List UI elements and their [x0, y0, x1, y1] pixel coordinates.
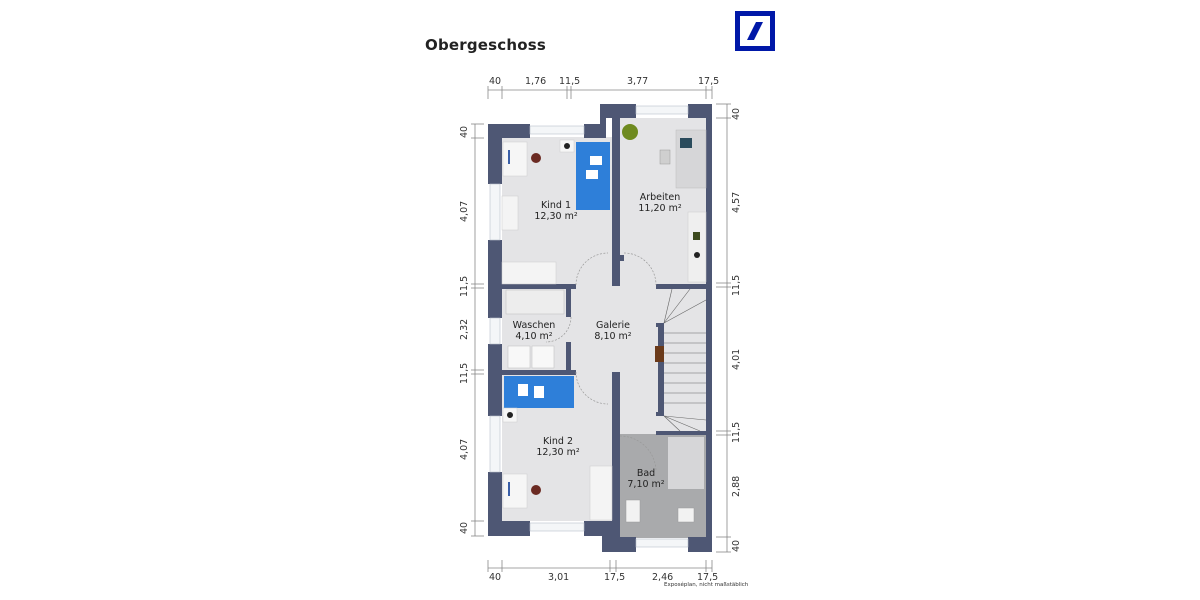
dim-right-2: 11,5 [731, 274, 742, 296]
room-galerie: Galerie 8,10 m² [594, 320, 631, 342]
room-area: 11,20 m² [638, 203, 682, 214]
room-name: Kind 2 [543, 436, 573, 447]
dim-left-1: 4,07 [459, 200, 470, 222]
room-kind-1: Kind 1 12,30 m² [534, 200, 577, 222]
room-kind-2: Kind 2 12,30 m² [536, 436, 579, 458]
dim-left-5: 4,07 [459, 438, 470, 460]
dim-right-6: 40 [731, 539, 742, 552]
dim-bottom-0: 40 [489, 572, 502, 583]
door-swings [545, 252, 657, 471]
shower-tiles [668, 437, 704, 489]
dim-left-0: 40 [459, 125, 470, 138]
dim-right-0: 40 [731, 107, 742, 120]
dim-left-2: 11,5 [459, 275, 470, 297]
room-name: Bad [636, 468, 656, 479]
dim-bottom-4: 17,5 [697, 572, 719, 583]
deutsche-bank-logo-icon [735, 11, 775, 51]
dim-left-6: 40 [459, 521, 470, 534]
dim-top-2: 11,5 [559, 76, 581, 87]
page-title: Obergeschoss [425, 36, 547, 54]
windows [489, 105, 689, 548]
furniture [501, 124, 707, 523]
footer-note: Exposéplan, nicht maßstäblich [664, 582, 749, 588]
room-area: 12,30 m² [534, 211, 578, 222]
dim-left-3: 2,32 [459, 318, 470, 340]
room-area: 4,10 m² [515, 331, 553, 342]
room-name: Kind 1 [541, 200, 571, 211]
dim-right-3: 4,01 [731, 348, 742, 370]
staircase [663, 288, 707, 432]
dim-right-5: 2,88 [731, 475, 742, 497]
room-bad: Bad 7,10 m² [627, 468, 664, 490]
dim-right-1: 4,57 [731, 191, 742, 213]
room-arbeiten: Arbeiten 11,20 m² [638, 192, 681, 214]
room-area: 7,10 m² [627, 479, 665, 490]
room-waschen: Waschen 4,10 m² [513, 320, 556, 342]
dim-top-4: 17,5 [698, 76, 720, 87]
room-name: Arbeiten [639, 192, 681, 203]
walls [488, 104, 712, 552]
room-name: Galerie [595, 320, 631, 331]
dim-top-1: 1,76 [525, 76, 547, 87]
dim-top-3: 3,77 [627, 76, 649, 87]
dim-top-0: 40 [489, 76, 502, 87]
dim-left-4: 11,5 [459, 362, 470, 384]
dim-bottom-3: 2,46 [652, 572, 674, 583]
dim-bottom-1: 3,01 [548, 572, 570, 583]
room-name: Waschen [512, 320, 556, 331]
room-area: 12,30 m² [536, 447, 580, 458]
room-area: 8,10 m² [594, 331, 632, 342]
dim-bottom-2: 17,5 [604, 572, 626, 583]
dimension-lines [471, 86, 731, 572]
dim-right-4: 11,5 [731, 421, 742, 443]
